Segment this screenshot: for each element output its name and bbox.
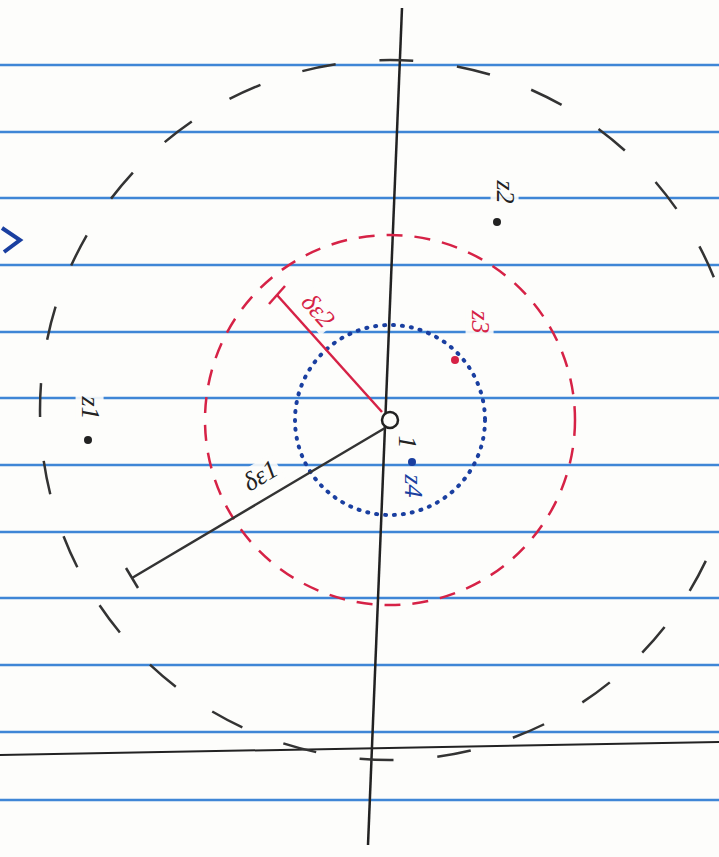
ruled-line bbox=[0, 64, 719, 67]
point-label: z3 bbox=[466, 307, 494, 336]
outer-disc bbox=[40, 60, 719, 760]
ruled-line bbox=[0, 131, 719, 134]
point-label: z4 bbox=[399, 471, 427, 500]
red-disc bbox=[205, 235, 575, 605]
arrow-mark bbox=[2, 228, 20, 252]
black-radius bbox=[132, 428, 385, 578]
blue-disc bbox=[295, 325, 485, 515]
point-label: 1 bbox=[392, 433, 420, 452]
point-dot bbox=[493, 218, 501, 226]
ruled-line bbox=[0, 531, 719, 534]
ruled-lines bbox=[0, 65, 719, 800]
ruled-line bbox=[0, 264, 719, 267]
ruled-line bbox=[0, 664, 719, 667]
point-dot bbox=[451, 356, 459, 364]
point-dot bbox=[84, 436, 92, 444]
ruled-line bbox=[0, 464, 719, 467]
radius-label: δε2 bbox=[294, 286, 342, 336]
point-label: z2 bbox=[491, 177, 519, 206]
ruled-line bbox=[0, 799, 719, 802]
radius-tick bbox=[269, 286, 285, 304]
radius-tick bbox=[126, 568, 138, 588]
ruled-line bbox=[0, 731, 719, 734]
imaginary-axis bbox=[368, 8, 402, 845]
ruled-line bbox=[0, 397, 719, 400]
point-dot bbox=[408, 458, 416, 466]
ruled-line bbox=[0, 597, 719, 600]
pen-line bbox=[0, 742, 719, 755]
point-label: z1 bbox=[76, 393, 104, 422]
ruled-line bbox=[0, 197, 719, 200]
point-one bbox=[382, 412, 398, 428]
